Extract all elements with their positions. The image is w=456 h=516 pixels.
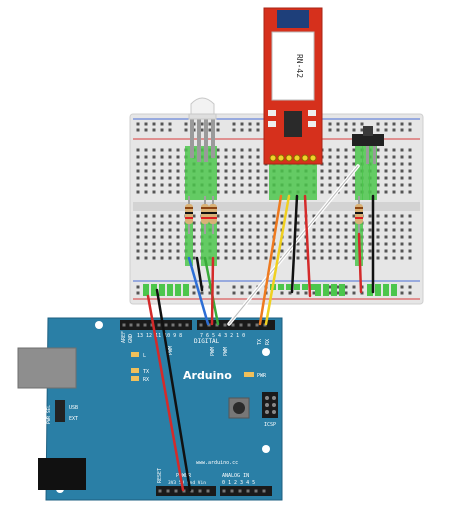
header-analog — [220, 486, 272, 496]
power-jack — [38, 458, 86, 490]
arduino-board: AREF GND 13 12 11 10 9 8 DIGITAL 7 6 5 4… — [17, 317, 283, 501]
wire-red-switch — [357, 232, 363, 294]
led-tx — [131, 368, 139, 373]
label-led-l: L — [143, 353, 146, 359]
label-digital: DIGITAL — [194, 338, 220, 345]
label-power-pins: 3V3 5V Gnd Vin — [168, 480, 206, 486]
label-reset: RESET — [157, 468, 163, 483]
wire-red-led — [210, 256, 215, 326]
resistor-2 — [201, 196, 209, 234]
label-pwm-c: PWM — [223, 347, 229, 356]
slide-switch — [352, 126, 384, 164]
label-gnd: GND — [128, 334, 134, 343]
usb-connector — [17, 347, 77, 389]
wire-orange — [258, 194, 283, 326]
label-led-rx: RX — [143, 377, 149, 383]
header-power — [156, 486, 216, 496]
label-usb: USB — [69, 405, 78, 411]
label-tx-pin: TX — [257, 339, 263, 345]
wire-black-module — [290, 194, 299, 294]
label-aref: AREF — [121, 331, 127, 343]
label-analog: ANALOG IN — [222, 473, 249, 479]
breadboard — [129, 113, 424, 305]
breadboard-connected-columns — [143, 146, 397, 296]
wire-black-power — [155, 288, 192, 492]
label-pins-high: 13 12 11 10 9 8 — [137, 333, 182, 339]
label-ext: EXT — [69, 416, 78, 422]
wire-black-led — [195, 256, 204, 292]
header-digital-low — [197, 320, 275, 330]
wire-blue — [187, 256, 210, 326]
label-icsp: ICSP — [264, 422, 276, 428]
label-power: POWER — [176, 473, 192, 479]
resistor-3 — [209, 196, 217, 234]
wire-yellow — [264, 194, 291, 326]
arduino-logo: Arduino — [183, 369, 232, 382]
resistor-1 — [185, 196, 193, 234]
wires — [146, 164, 375, 492]
led-pwr — [244, 372, 254, 377]
header-digital-high — [120, 320, 192, 330]
wire-red-power — [146, 294, 185, 492]
arduino-url: www.arduino.cc — [196, 460, 238, 466]
led-l — [131, 352, 139, 357]
label-pins-low: 7 6 5 4 3 2 1 0 — [200, 333, 245, 339]
label-pwm-b: PWM — [210, 347, 216, 356]
label-rx-pin: RX — [265, 339, 271, 345]
label-led-pwr: PWR — [257, 373, 267, 379]
power-select-jumper — [55, 400, 65, 422]
label-pwr-sel: PWR SEL — [46, 405, 52, 424]
bluetooth-module: RN-42 — [263, 7, 323, 165]
wire-red-module — [303, 194, 312, 298]
label-pwm-a: PWM — [168, 346, 174, 355]
label-led-tx: TX — [143, 369, 149, 375]
label-analog-pins: 0 1 2 3 4 5 — [222, 480, 255, 486]
resistor-4 — [355, 196, 363, 234]
rgb-led — [188, 97, 217, 162]
led-rx — [131, 376, 139, 381]
module-label: RN-42 — [295, 54, 304, 78]
